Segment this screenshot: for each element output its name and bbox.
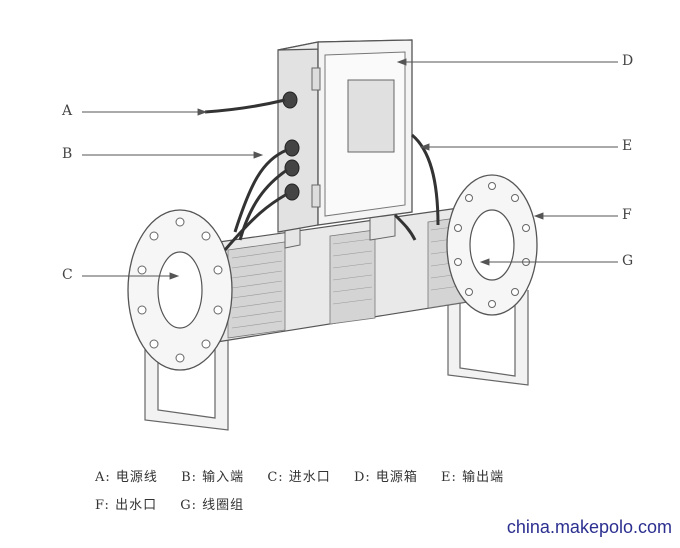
right-support [447,290,529,386]
cable-glands [282,91,300,201]
label-a: A [62,103,73,119]
legend-item-f: F: 出水口 [95,498,158,513]
pipe-body [197,204,481,346]
inlet-flange [127,209,233,371]
legend-item-a: A: 电源线 [95,470,158,485]
input-cable-1 [233,148,288,233]
power-box [277,39,413,233]
legend-item-e: E: 输出端 [441,470,505,485]
watermark: china.makepolo.com [506,517,672,537]
label-c: C [62,267,73,283]
legend-row-1: A: 电源线 B: 输入端 C: 进水口 D: 电源箱 E: 输出端 [95,466,522,485]
label-f: F [622,207,632,223]
legend-item-d: D: 电源箱 [353,470,418,485]
output-cable [411,133,440,226]
legend-item-b: B: 输入端 [181,470,245,485]
label-g: G [622,253,634,269]
legend-item-g: G: 线圈组 [180,498,245,513]
display-window [347,79,395,153]
label-d: D [622,53,634,69]
coil-middle [329,229,376,325]
outlet-flange [446,174,538,316]
legend-row-2: F: 出水口 G: 线圈组 [95,494,262,513]
input-cable-3 [223,192,288,251]
power-cable [204,98,286,114]
cables [204,98,440,251]
leader-lines [82,58,618,280]
coil-left [227,241,286,339]
label-b: B [62,146,73,162]
label-e: E [622,138,633,154]
legend-item-c: C: 进水口 [267,470,331,485]
